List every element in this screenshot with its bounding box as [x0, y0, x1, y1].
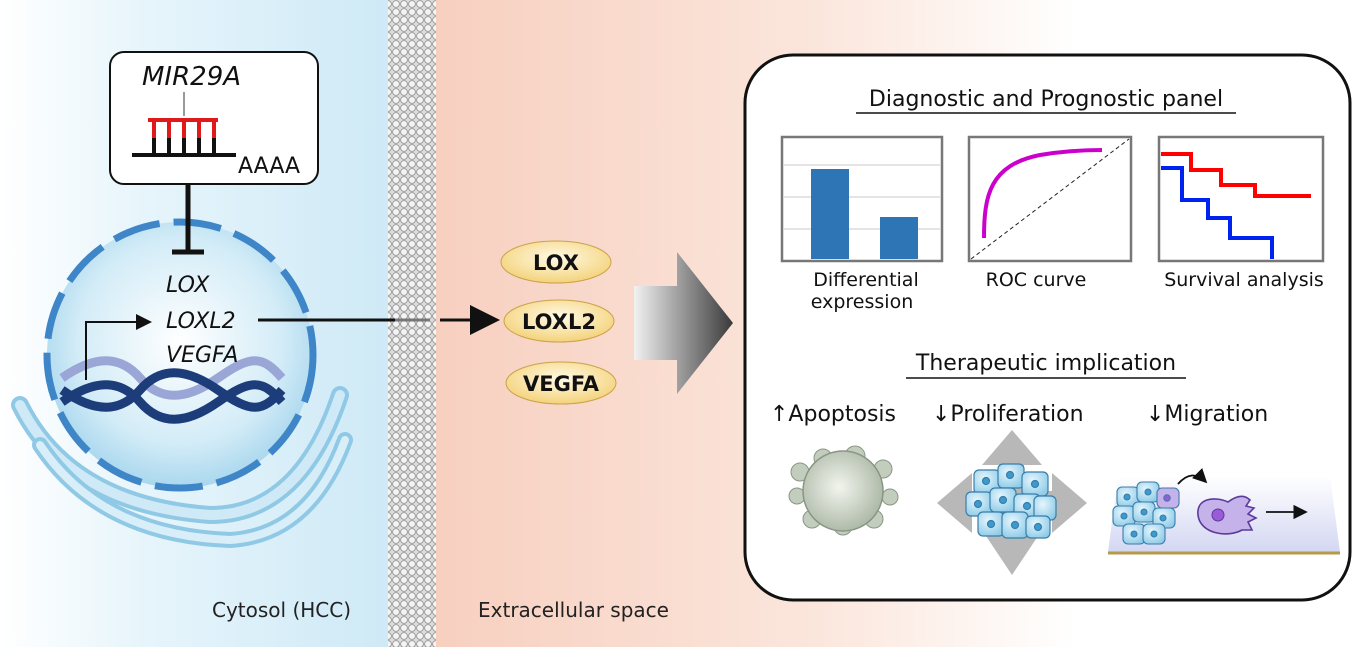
cytosol-label: Cytosol (HCC) — [212, 598, 351, 622]
bar-mark-1 — [811, 169, 849, 259]
roc-diagonal — [970, 138, 1130, 260]
chart-label-roc: ROC curve — [986, 269, 1087, 291]
therapeutic-title: Therapeutic implication — [915, 351, 1176, 376]
cell-cluster-icon — [965, 463, 1057, 539]
survival-analysis-chart — [1157, 135, 1325, 263]
protein-lox: LOX — [500, 240, 612, 284]
mirna-label: MIR29A — [142, 62, 241, 92]
differential-expression-chart — [780, 135, 944, 263]
roc-curve-chart — [967, 135, 1133, 263]
gene-vegfa: VEGFA — [166, 343, 238, 368]
survival-curve-red — [1161, 152, 1311, 198]
migrating-cluster-icon — [1112, 481, 1180, 545]
polya-label: AAAA — [238, 154, 300, 179]
gene-lox: LOX — [166, 273, 210, 298]
effect-proliferation: ↓Proliferation — [932, 402, 1084, 427]
survival-curve-blue — [1161, 166, 1274, 259]
nucleus — [47, 222, 313, 488]
protein-vegfa: VEGFA — [505, 361, 617, 405]
protein-loxl2-label: LOXL2 — [522, 310, 596, 334]
big-arrow — [634, 252, 733, 394]
diagnostic-title: Diagnostic and Prognostic panel — [869, 87, 1223, 112]
protein-vegfa-label: VEGFA — [523, 372, 600, 396]
migrating-cell-icon — [1197, 495, 1258, 535]
gene-loxl2: LOXL2 — [166, 309, 236, 334]
endoplasmic-reticulum — [11, 386, 353, 549]
chart-label-survival: Survival analysis — [1164, 269, 1324, 291]
bar-mark-2 — [880, 217, 918, 259]
chart-label-expression: expression — [811, 291, 914, 313]
apoptotic-cell-icon — [788, 445, 899, 536]
transcription-arrow — [85, 314, 152, 380]
effect-apoptosis: ↑Apoptosis — [770, 402, 896, 427]
roc-curve-line — [982, 148, 1103, 239]
chart-label-differential: Differential — [813, 269, 918, 291]
protein-loxl2: LOXL2 — [503, 299, 615, 343]
nuclear-envelope — [43, 218, 317, 492]
mirna-teeth — [152, 120, 216, 155]
detach-arrow — [1177, 468, 1208, 485]
extracellular-label: Extracellular space — [478, 598, 669, 622]
effect-migration: ↓Migration — [1146, 402, 1268, 427]
protein-lox-label: LOX — [533, 251, 579, 275]
cell-membrane — [388, 0, 436, 647]
dna-helix — [59, 356, 286, 424]
